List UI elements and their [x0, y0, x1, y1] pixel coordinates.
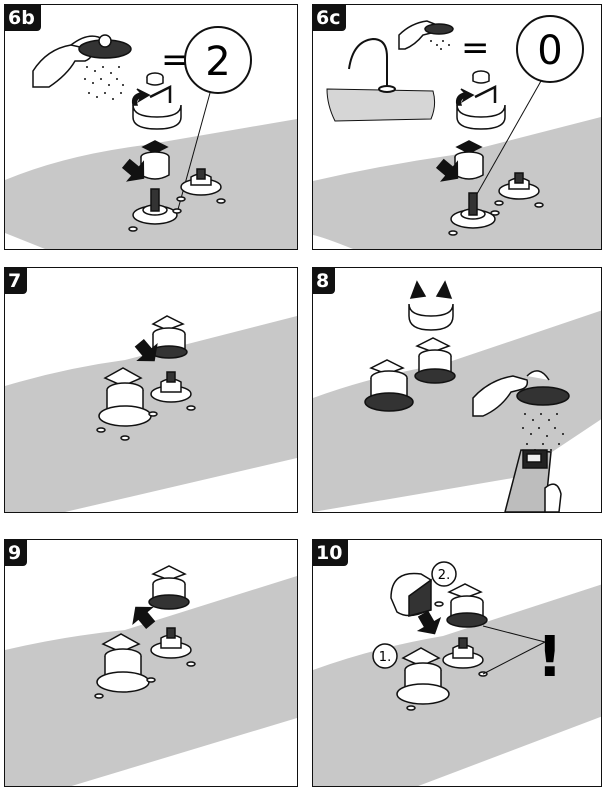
down-arrow-icon	[435, 158, 459, 182]
down-arrow-icon	[121, 158, 145, 182]
valve-base-right	[150, 627, 196, 667]
valve-cartridge-icon	[140, 140, 170, 180]
equals-sign: =	[461, 28, 490, 68]
illustration-8	[313, 280, 601, 512]
rotate-arrow-icon	[131, 88, 182, 130]
valve-base-left	[448, 192, 500, 236]
order-label-2	[431, 561, 457, 587]
hand-shower-icon	[32, 34, 132, 88]
illustration-6c: = 0	[313, 15, 601, 249]
illustration-6b: = 2	[5, 26, 297, 249]
cap-icon	[146, 72, 164, 86]
callout-value: 2	[205, 39, 230, 85]
rotate-both-ways-icon	[408, 280, 454, 331]
down-arrow-icon	[416, 610, 442, 635]
water-spray	[84, 66, 124, 100]
pointer-line-2	[482, 641, 546, 675]
spout-icon	[348, 37, 396, 93]
step-number: 8	[313, 268, 336, 294]
countertop	[313, 117, 601, 249]
hand-shower-icon	[398, 20, 454, 50]
warning-icon: !	[537, 625, 563, 690]
callout-line	[176, 92, 211, 214]
illustration-7	[5, 315, 297, 512]
illustration-9	[5, 565, 297, 786]
valve-cartridge-icon	[454, 140, 484, 180]
countertop	[5, 119, 297, 249]
handle-assembly-front	[396, 647, 450, 711]
step-panel-7: 7	[4, 267, 298, 513]
step-panel-6c: 6c = 0	[312, 4, 602, 250]
hand-shower-icon	[472, 370, 570, 417]
basin	[326, 88, 436, 122]
callout-value: 0	[537, 28, 562, 74]
step-panel-6b: 6b = 2	[4, 4, 298, 250]
handle-assembly-back	[150, 315, 188, 359]
step-panel-10: 10 2. 1.	[312, 539, 602, 787]
up-arrow-icon	[132, 606, 156, 630]
step-number: 7	[5, 268, 28, 294]
handle-assembly-back	[148, 565, 190, 610]
countertop	[313, 584, 601, 786]
hex-key-icon	[149, 84, 172, 103]
step-number: 9	[5, 540, 28, 566]
water-spray	[430, 40, 450, 50]
callout-circle	[184, 26, 252, 94]
valve-base-right	[442, 637, 488, 677]
callout-line	[472, 80, 542, 202]
step-number: 6c	[313, 5, 347, 31]
valve-base-right	[176, 168, 226, 204]
order-label-2-text: 2.	[438, 568, 450, 583]
step-number: 10	[313, 540, 349, 566]
step-panel-9: 9	[4, 539, 298, 787]
handle-assembly-front	[364, 359, 414, 412]
handle-assembly-back	[414, 337, 456, 384]
valve-base-right	[494, 172, 544, 208]
handle-assembly-front	[96, 367, 158, 441]
down-arrow-icon	[134, 338, 158, 362]
order-label-1-text: 1.	[379, 650, 391, 665]
pointer-line-1	[482, 625, 546, 643]
hex-key-icon	[474, 84, 497, 103]
valve-base-left	[128, 188, 182, 232]
rotate-arrow-icon	[455, 88, 506, 130]
cap-icon	[390, 572, 432, 617]
screw-icon	[434, 601, 444, 607]
step-panel-8: 8	[312, 267, 602, 513]
handle-assembly-back	[446, 583, 488, 628]
countertop	[313, 310, 601, 512]
callout-circle	[516, 15, 584, 83]
valve-base-right	[150, 371, 196, 411]
thermometer-icon	[504, 449, 562, 512]
handle-assembly-front	[94, 633, 156, 699]
step-number: 6b	[5, 5, 41, 31]
illustration-10: 2. 1. !	[313, 561, 601, 786]
cap-icon	[472, 70, 490, 84]
order-label-1	[372, 643, 398, 669]
